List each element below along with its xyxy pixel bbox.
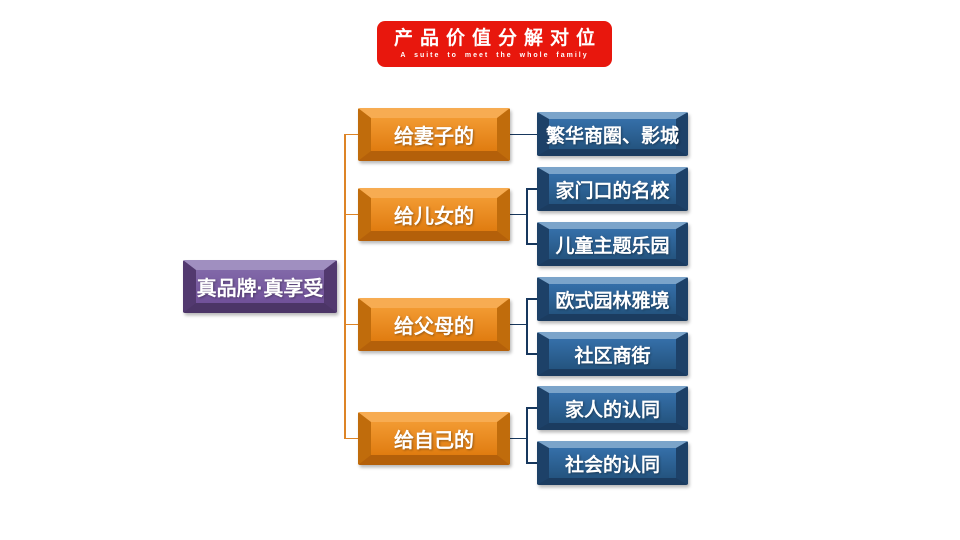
- slide-subtitle: A suite to meet the whole family: [400, 51, 589, 59]
- connector-right-stub-3: [510, 323, 528, 326]
- need-node-parents: 给父母的: [358, 298, 510, 351]
- connector-right-arm-4b: [526, 462, 537, 464]
- connector-left-stub-3: [345, 323, 359, 326]
- slide-title: 产品价值分解对位: [393, 27, 602, 49]
- connector-left-stub-2: [345, 213, 359, 216]
- root-node-brand: 真品牌·真享受: [183, 260, 337, 313]
- value-node-garden: 欧式园林雅境: [537, 277, 688, 321]
- connector-right-vertical-2: [526, 188, 528, 245]
- connector-left-vertical: [344, 133, 346, 440]
- connector-left-stub-4: [345, 437, 359, 440]
- connector-right-arm-3a: [526, 298, 537, 300]
- value-node-social-approval: 社会的认同: [537, 441, 688, 485]
- connector-right-vertical-3: [526, 298, 528, 355]
- connector-right-stub-2: [510, 213, 528, 216]
- need-node-children: 给儿女的: [358, 188, 510, 241]
- value-node-school: 家门口的名校: [537, 167, 688, 211]
- connector-right-stub-4: [510, 437, 528, 440]
- value-node-family-approval: 家人的认同: [537, 386, 688, 430]
- value-node-community-street: 社区商街: [537, 332, 688, 376]
- need-node-self: 给自己的: [358, 412, 510, 465]
- value-node-theme-park: 儿童主题乐园: [537, 222, 688, 266]
- connector-left-stub-1: [345, 133, 359, 136]
- title-banner: 产品价值分解对位 A suite to meet the whole famil…: [377, 21, 612, 67]
- connector-right-arm-2a: [526, 188, 537, 190]
- connector-right-vertical-4: [526, 407, 528, 464]
- value-node-commercial-cinema: 繁华商圈、影城: [537, 112, 688, 156]
- need-node-wife: 给妻子的: [358, 108, 510, 161]
- connector-right-arm-2b: [526, 243, 537, 245]
- connector-right-single: [510, 133, 537, 136]
- connector-right-arm-3b: [526, 353, 537, 355]
- connector-right-arm-4a: [526, 407, 537, 409]
